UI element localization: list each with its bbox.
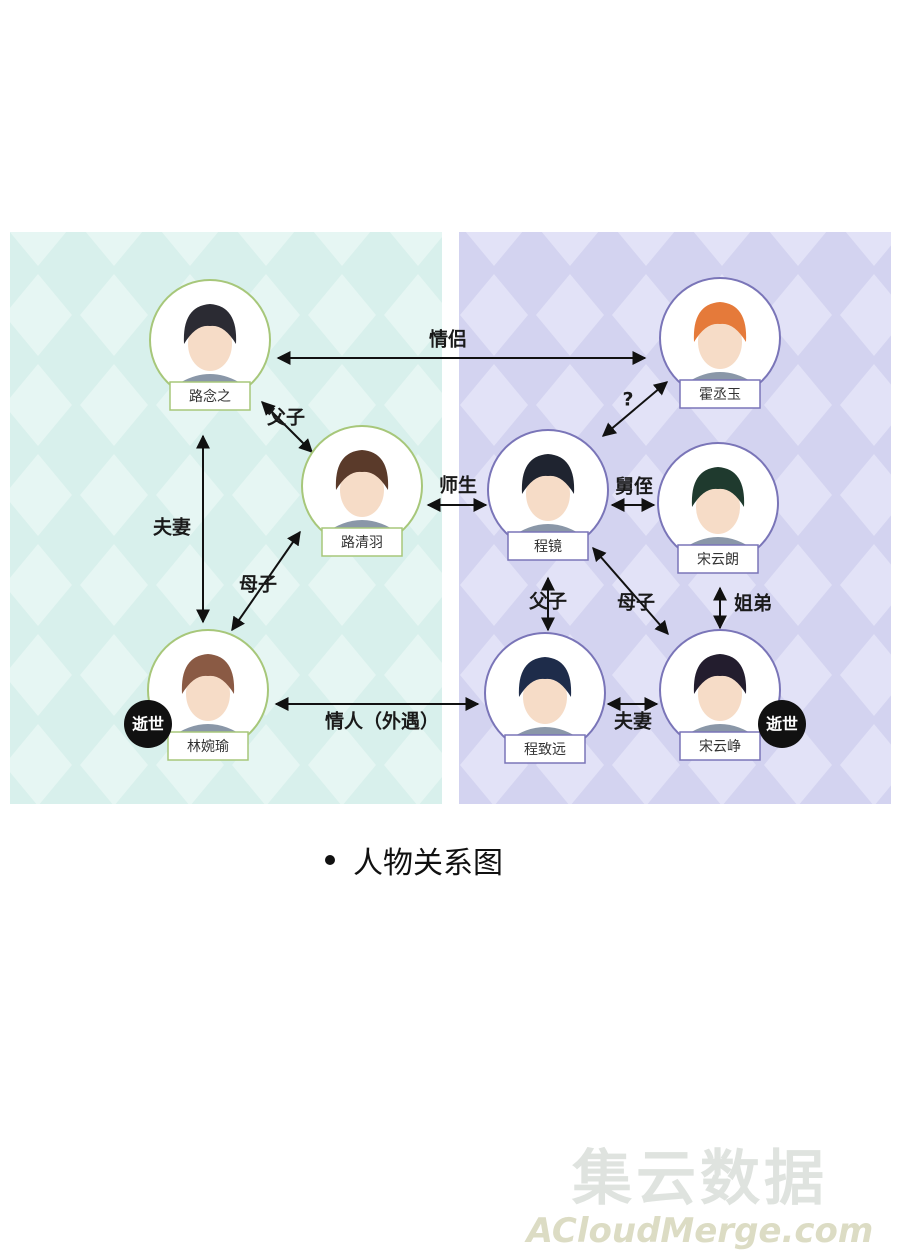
relation-label: 师生 [439, 474, 477, 497]
hair-shape [521, 454, 575, 494]
character-node: 林婉瑜 逝世 [124, 629, 269, 761]
character-node: 程致远 [484, 632, 606, 764]
relation-label: 舅侄 [615, 475, 653, 498]
hair-shape [693, 654, 747, 694]
hair-shape [693, 302, 747, 342]
face-shape [526, 467, 570, 521]
deceased-badge-text: 逝世 [132, 715, 164, 734]
character-name: 霍丞玉 [699, 387, 741, 403]
face-shape [696, 480, 740, 534]
name-plate [679, 379, 761, 409]
watermark-english: ACloudMerge.com [526, 1211, 874, 1251]
caption-text: 人物关系图 [353, 846, 503, 881]
deceased-badge-text: 逝世 [766, 715, 798, 734]
hair-shape [335, 450, 389, 490]
face-shape [188, 317, 232, 371]
character-node: 宋云朗 [657, 442, 779, 574]
hair-shape [181, 654, 235, 694]
name-plate [679, 731, 761, 761]
name-plate [677, 544, 759, 574]
deceased-badge [758, 700, 806, 748]
relation-label: 母子 [239, 574, 277, 596]
character-node: 霍丞玉 [659, 277, 781, 409]
character-name: 程镜 [534, 539, 562, 555]
face-shape [186, 667, 230, 721]
character-name: 路念之 [189, 388, 231, 405]
face-shape [698, 315, 742, 369]
watermark: 集云数据 ACloudMerge.com [515, 1130, 885, 1251]
name-plate [169, 381, 251, 411]
bullet-dot [325, 855, 335, 865]
name-plate [321, 527, 403, 557]
character-node: 路念之 [149, 279, 271, 411]
name-plate [167, 731, 249, 761]
relations-layer: 情侣父子夫妻母子师生?舅侄父子母子姐弟情人（外遇）夫妻 [153, 328, 772, 733]
diagram-caption: 人物关系图 [325, 838, 503, 882]
character-node: 路清羽 [301, 425, 423, 557]
relation-label: 夫妻 [614, 710, 652, 733]
face-shape [698, 667, 742, 721]
face-shape [340, 463, 384, 517]
relation-arrow [592, 546, 669, 636]
relation-label: 情侣 [429, 328, 467, 351]
relation-label: ? [622, 389, 633, 411]
character-name: 程致远 [524, 742, 566, 758]
hair-shape [518, 657, 572, 697]
name-plate [504, 734, 586, 764]
deceased-badge [124, 700, 172, 748]
character-name: 路清羽 [341, 535, 383, 551]
relation-label: 夫妻 [153, 516, 191, 539]
character-name: 宋云朗 [697, 552, 739, 568]
character-node: 程镜 [487, 429, 609, 561]
relation-arrow [231, 530, 301, 632]
hair-shape [183, 304, 237, 344]
hair-shape [691, 467, 745, 507]
relation-arrow [261, 401, 313, 453]
face-shape [523, 670, 567, 724]
character-name: 林婉瑜 [187, 739, 229, 755]
character-node: 宋云峥 逝世 [659, 629, 806, 761]
relation-label: 姐弟 [734, 592, 772, 615]
relation-arrow [601, 381, 669, 437]
relation-label: 父子 [528, 591, 567, 613]
name-plate [507, 531, 589, 561]
relation-label: 父子 [266, 407, 305, 429]
watermark-chinese: 集云数据 [572, 1144, 828, 1214]
character-name: 宋云峥 [699, 739, 741, 755]
relation-label: 情人（外遇） [325, 710, 439, 733]
relation-label: 母子 [617, 592, 655, 614]
